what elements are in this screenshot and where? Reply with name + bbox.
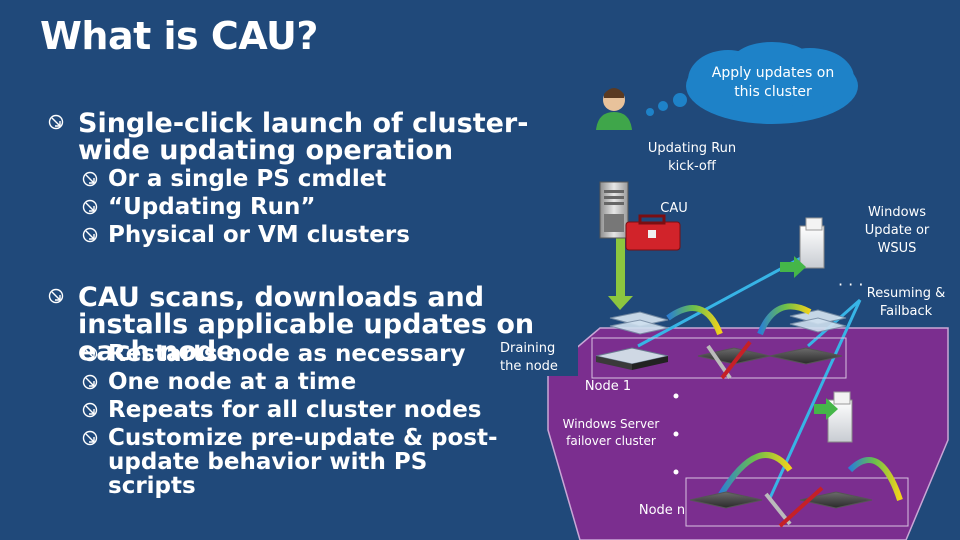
cloud-label: Apply updates on this cluster — [711, 65, 835, 100]
sub-bullet: Or a single PS cmdlet — [82, 167, 482, 191]
sub-bullet: Restarts node as necessary — [82, 342, 482, 366]
noden-label: Node n — [638, 503, 686, 518]
sub-bullet-text: Customize pre-update & post-update behav… — [108, 425, 498, 499]
updating-run-label: Updating Run kick-off — [647, 141, 737, 174]
bullet-arrow-icon — [82, 171, 98, 187]
sub-bullet-text: Physical or VM clusters — [108, 222, 410, 248]
cloud-shape — [686, 42, 858, 124]
sub-bullet: Repeats for all cluster nodes — [82, 398, 482, 422]
admin-user-icon — [596, 88, 632, 130]
sub-bullet: “Updating Run” — [82, 195, 482, 219]
sub-bullet: One node at a time — [82, 370, 482, 394]
wsus-server-icon — [780, 217, 825, 278]
cau-server-icon — [599, 181, 681, 251]
node1-label: Node 1 — [584, 379, 632, 394]
wsus-server-icon-node — [814, 391, 853, 443]
cluster-boundary — [547, 327, 949, 540]
bullet-arrow-icon — [82, 374, 98, 390]
bullet-arrow-icon — [82, 346, 98, 362]
bullet-arrow-icon — [82, 199, 98, 215]
svg-text:· · ·: · · · — [838, 275, 863, 294]
bullet-arrow-icon — [82, 430, 98, 446]
sub-bullet: Customize pre-update & post-update behav… — [82, 426, 498, 498]
slide-title: What is CAU? — [40, 14, 318, 58]
noden-servers — [689, 486, 873, 528]
cau-label: CAU — [660, 201, 688, 216]
bullet-arrow-icon — [82, 402, 98, 418]
node1-servers — [595, 309, 847, 370]
resuming-label: Resuming & Failback — [866, 286, 946, 319]
bullet-arrow-icon — [48, 288, 64, 304]
bullet-1-text: Single-click launch of cluster-wide upda… — [78, 108, 529, 166]
sub-bullet-text: Repeats for all cluster nodes — [108, 397, 482, 423]
bullet-arrow-icon — [82, 227, 98, 243]
cluster-label: Windows Server failover cluster — [562, 417, 660, 448]
wsus-label: Windows Update or WSUS — [864, 205, 930, 256]
bullet-1: Single-click launch of cluster-wide upda… — [48, 110, 528, 164]
draining-label: Draining the node — [500, 340, 578, 376]
bullet-2: CAU scans, downloads and installs applic… — [48, 284, 534, 365]
tools-icon — [706, 340, 752, 380]
sub-bullet-text: Restarts node as necessary — [108, 341, 466, 367]
sub-bullet: Physical or VM clusters — [82, 223, 482, 247]
bullet-2-text: CAU scans, downloads and installs applic… — [78, 282, 535, 367]
sub-bullet-text: “Updating Run” — [108, 194, 316, 220]
bullet-arrow-icon — [48, 114, 64, 130]
sub-bullet-text: One node at a time — [108, 369, 357, 395]
sub-bullet-text: Or a single PS cmdlet — [108, 166, 387, 192]
